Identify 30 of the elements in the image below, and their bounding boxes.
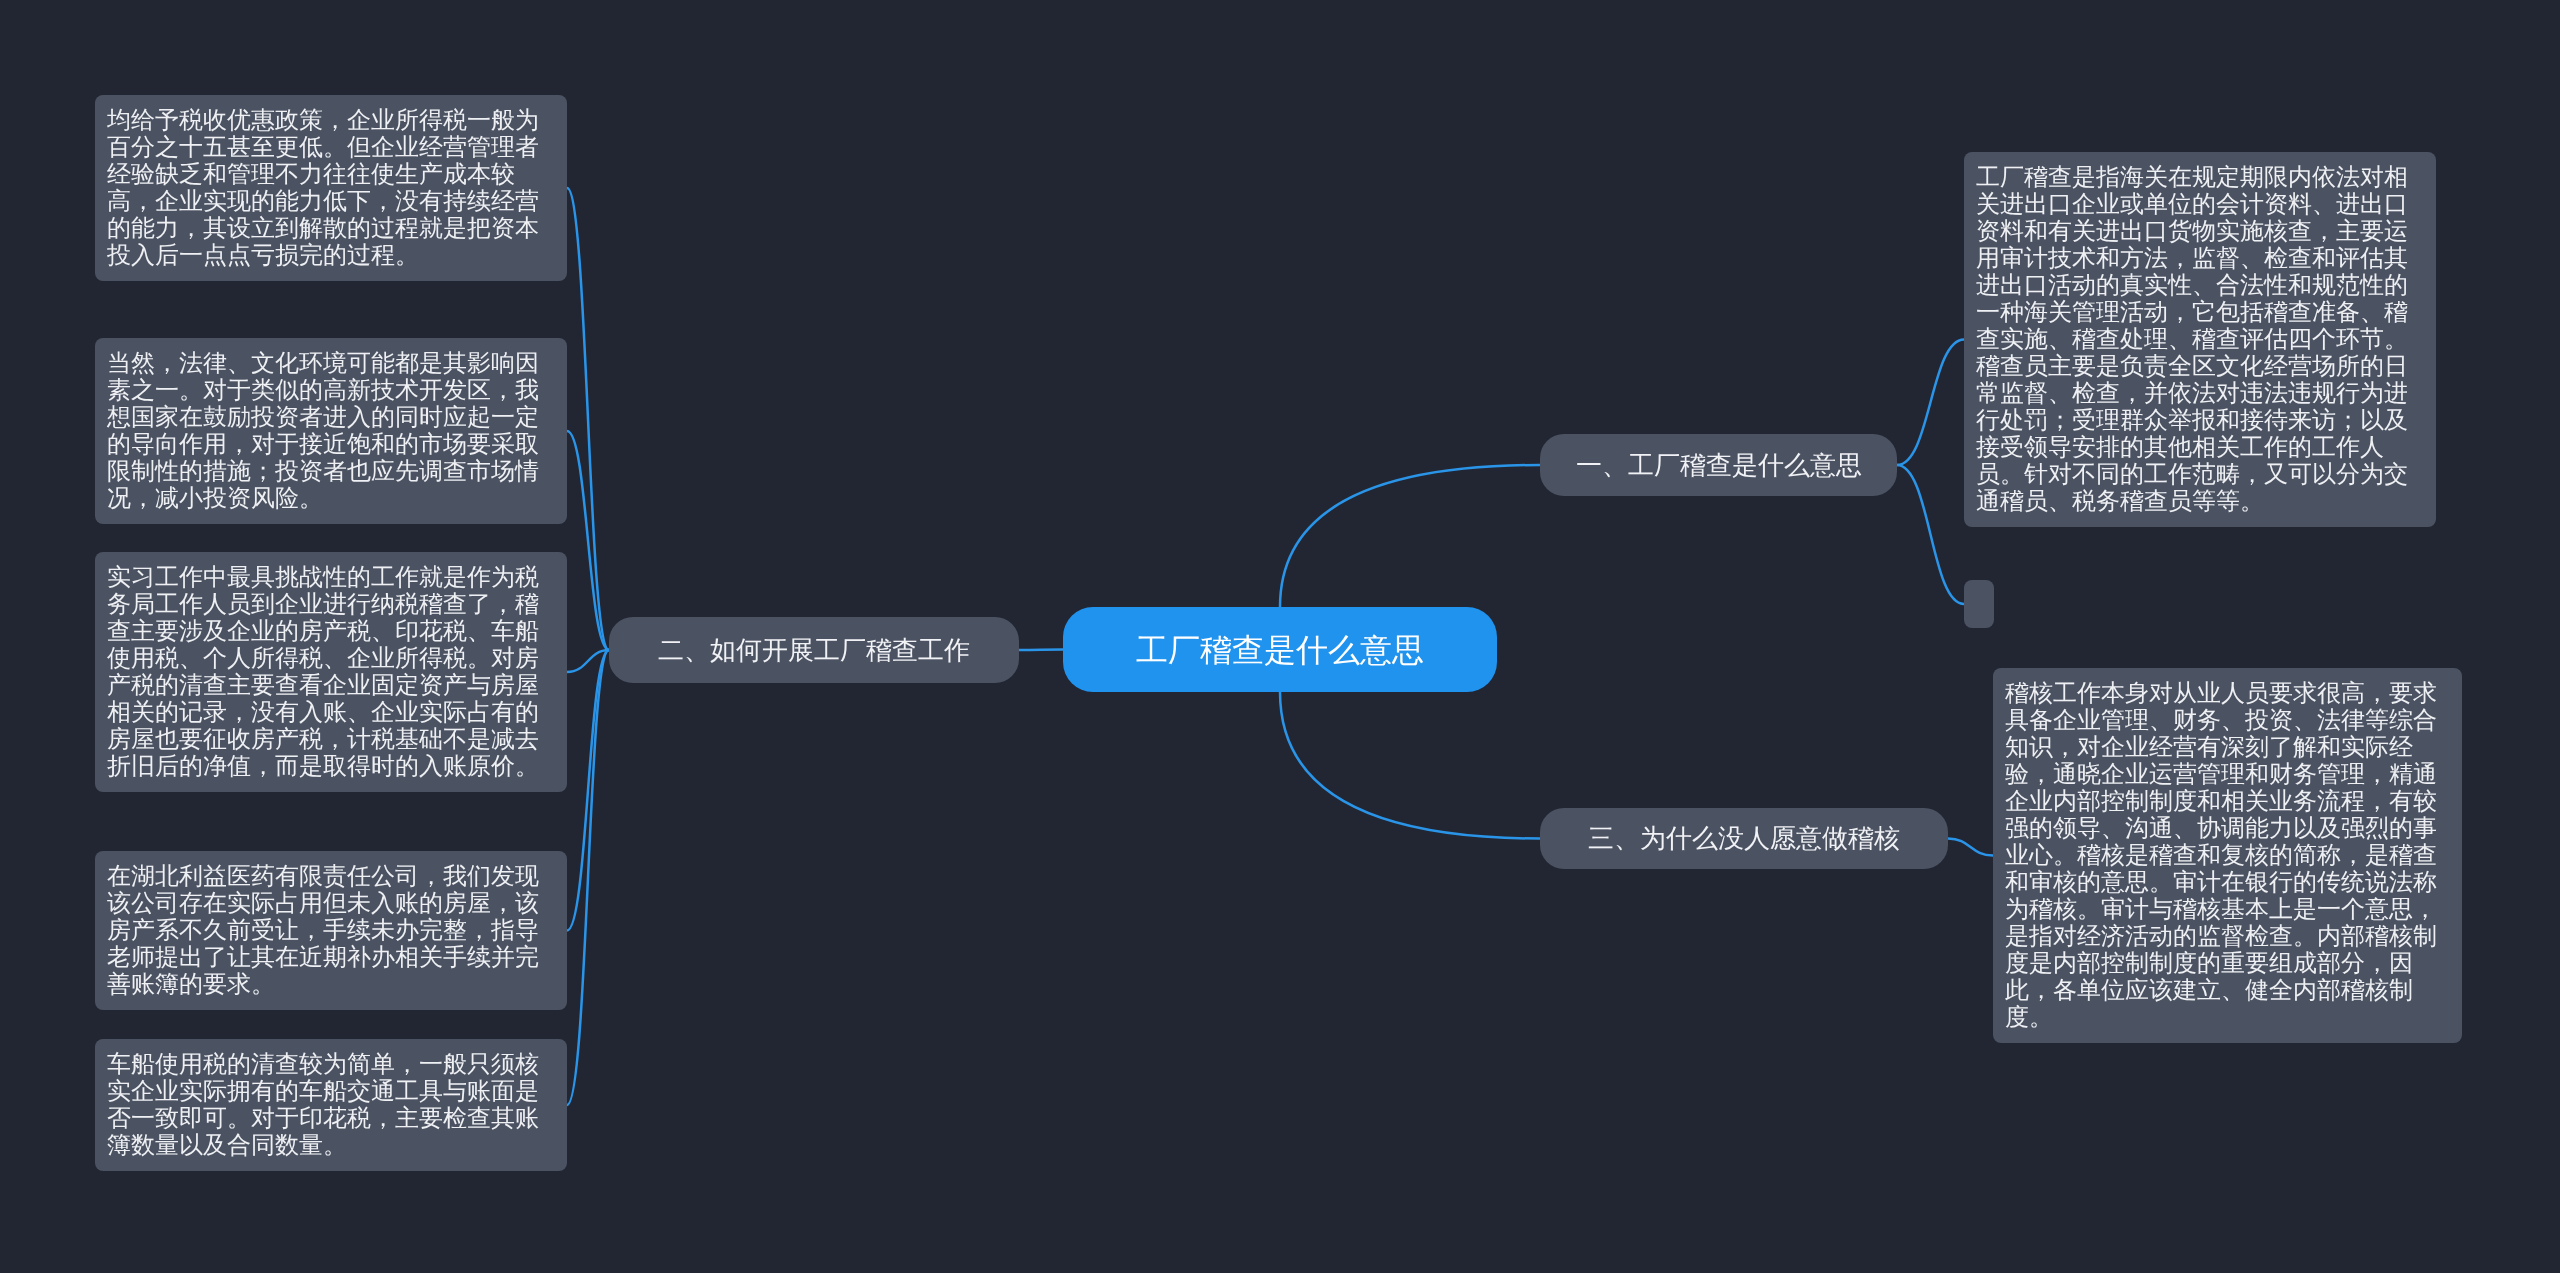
- connector-line: [1896, 463, 1965, 606]
- connector-line: [566, 649, 610, 932]
- central-topic: [1063, 607, 1497, 692]
- connector-line: [1278, 463, 1541, 608]
- connector-line: [1019, 648, 1063, 652]
- connector-line: [1278, 691, 1541, 840]
- text-card: [95, 1039, 567, 1171]
- topic-text: 在湖北利益医药有限责任公司，我们发现该公司存在实际占用但未入账的房屋，该房产系不久前受让，手续未办完整，指导老师提出了让其在近期补办相关手续并完善账簿的要求。: [107, 863, 540, 998]
- topic-text: 二、如何开展工厂稽查工作: [658, 633, 970, 667]
- topic-pill: [609, 617, 1019, 683]
- connector-line: [1947, 837, 1994, 857]
- empty-card: [1964, 580, 1994, 628]
- connector-line: [566, 648, 610, 674]
- topic-text: 当然，法律、文化环境可能都是其影响因素之一。对于类似的高新技术开发区，我想国家在鼓励投资者进入的同时应起一定的导向作用，对于接近饱和的市场要采取限制性的措施；投资者也应先调查市场情况，减小投资风险。: [107, 350, 540, 512]
- text-card: [95, 338, 567, 524]
- topic-text: 车船使用税的清查较为简单，一般只须核实企业实际拥有的车船交通工具与账面是否一致即可。对于印花税，主要检查其账簿数量以及合同数量。: [107, 1051, 540, 1159]
- text-card: [95, 95, 567, 281]
- connector-line: [565, 649, 611, 1106]
- topic-text: 实习工作中最具挑战性的工作就是作为税务局工作人员到企业进行纳税稽查了，稽查主要涉及企业的房产税、印花税、车船使用税、个人所得税、企业所得税。对房产税的清查主要查看企业固定资产与房屋相关的记录，没有入账、企业实际占有的房屋也要征收房产税，计税基础不是减去折旧后的净值，而是取得时的入账原价。: [107, 564, 540, 780]
- topic-text: 均给予税收优惠政策，企业所得税一般为百分之十五甚至更低。但企业经营管理者经验缺乏和管理不力往往使生产成本较高，企业实现的能力低下，没有持续经营的能力，其设立到解散的过程就是把资本投入后一点点亏损完的过程。: [107, 107, 540, 269]
- topic-text: 工厂稽查是指海关在规定期限内依法对相关进出口企业或单位的会计资料、进出口资料和有关进出口货物实施核查，主要运用审计技术和方法，监督、检查和评估其进出口活动的真实性、合法性和规范性的一种海关管理活动，它包括稽查准备、稽查实施、稽查处理、稽查评估四个环节。稽查员主要是负责全区文化经营场所的日常监督、检查，并依法对违法违规行为进行处罚；受理群众举报和接待来访；以及接受领导安排的其他相关工作的工作人员。针对不同的工作范畴，又可以分为交通稽员、税务稽查员等等。: [1976, 164, 2409, 515]
- text-card: [95, 851, 567, 1010]
- topic-text: 稽核工作本身对从业人员要求很高，要求具备企业管理、财务、投资、法律等综合知识，对企业经营有深刻了解和实际经验，通晓企业运营管理和财务管理，精通企业内部控制制度和相关业务流程，有较强的领导、沟通、协调能力以及强烈的事业心。稽核是稽查和复核的简称，是稽查和审核的意思。审计在银行的传统说法称为稽核。审计与稽核基本上是一个意思，是指对经济活动的监督检查。内部稽核制度是内部控制制度的重要组成部分，因此，各单位应该建立、健全内部稽核制度。: [2005, 680, 2438, 1031]
- text-card: [95, 552, 567, 792]
- topic-text: 工厂稽查是什么意思: [1136, 629, 1424, 671]
- topic-text: 三、为什么没人愿意做稽核: [1588, 822, 1900, 855]
- topic-pill: [1540, 434, 1897, 496]
- topic-pill: [1540, 808, 1948, 869]
- topic-text: 一、工厂稽查是什么意思: [1575, 448, 1862, 482]
- connector-line: [1896, 338, 1965, 467]
